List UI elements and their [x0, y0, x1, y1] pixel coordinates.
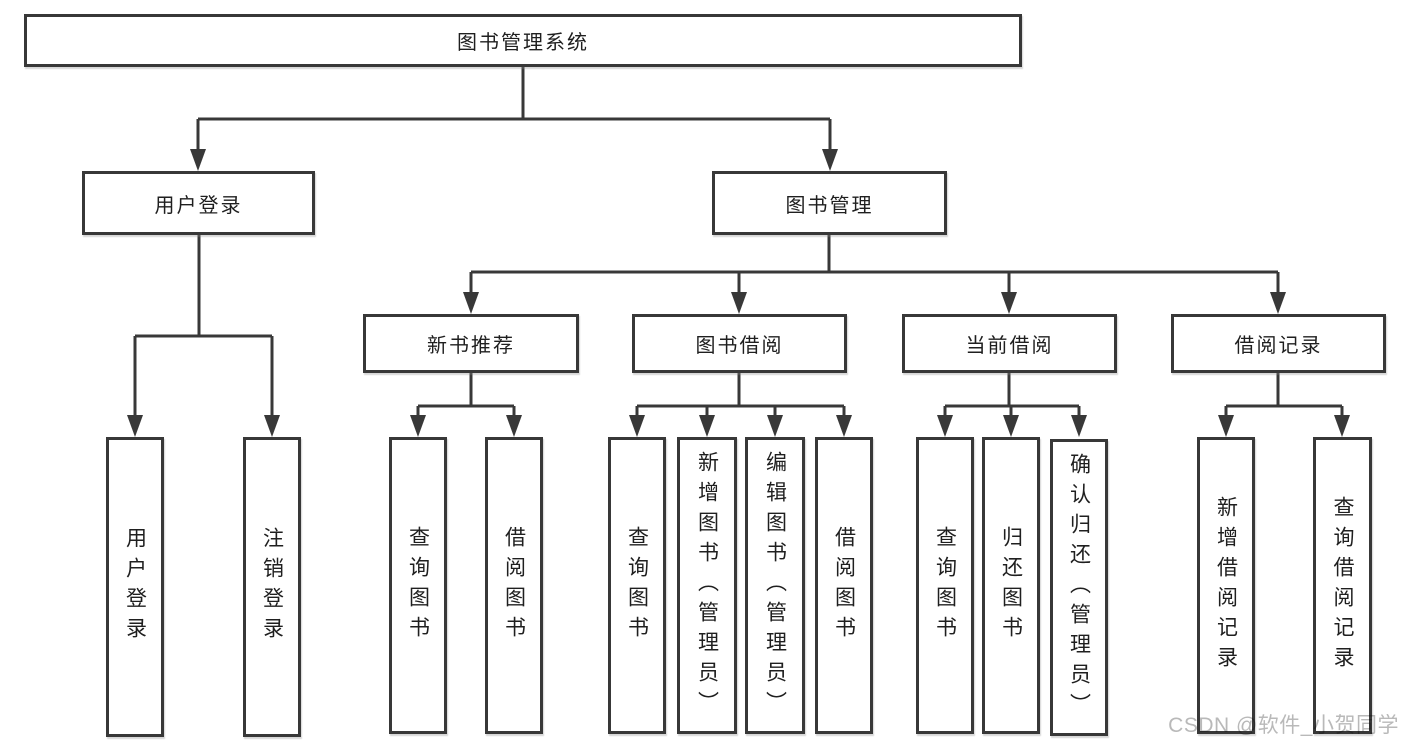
edge-line [469, 234, 1280, 293]
arrowhead-icon [506, 415, 522, 437]
arrowhead-icon [836, 415, 852, 437]
arrowhead-icon [822, 149, 838, 171]
arrowhead-icon [1334, 415, 1350, 437]
node-borrow-records: 借阅记录 [1171, 314, 1386, 373]
edge-line [1224, 372, 1344, 416]
arrowhead-icon [410, 415, 426, 437]
edge-user-login-to-leaves [127, 234, 280, 437]
edge-line [196, 66, 832, 150]
leaf-logout-login: 注销登录 [243, 437, 301, 737]
edge-line [635, 372, 846, 416]
edge-root-to-level2 [190, 66, 838, 171]
leaf-add-book-admin: 新增图书（管理员） [677, 437, 737, 734]
edge-borrow-records-to-leaves [1218, 372, 1350, 437]
leaf-borrow-books-recommend: 借阅图书 [485, 437, 543, 734]
arrowhead-icon [1218, 415, 1234, 437]
arrowhead-icon [1003, 415, 1019, 437]
edge-line [943, 372, 1081, 416]
leaf-return-book: 归还图书 [982, 437, 1040, 734]
edge-new-book-recommend-to-leaves [410, 372, 522, 437]
leaf-user-login: 用户登录 [106, 437, 164, 737]
node-root: 图书管理系统 [24, 14, 1022, 67]
arrowhead-icon [190, 149, 206, 171]
node-new-book-recommend: 新书推荐 [363, 314, 579, 373]
leaf-query-books-borrow: 查询图书 [608, 437, 666, 734]
arrowhead-icon [463, 292, 479, 314]
arrowhead-icon [699, 415, 715, 437]
edge-line [416, 372, 516, 416]
edge-book-borrow-to-leaves [629, 372, 852, 437]
edge-current-borrow-to-leaves [937, 372, 1087, 437]
leaf-borrow-books: 借阅图书 [815, 437, 873, 734]
node-current-borrow: 当前借阅 [902, 314, 1117, 373]
leaf-query-borrow-record: 查询借阅记录 [1313, 437, 1372, 734]
node-book-management: 图书管理 [712, 171, 947, 235]
arrowhead-icon [127, 415, 143, 437]
arrowhead-icon [767, 415, 783, 437]
leaf-query-books-recommend: 查询图书 [389, 437, 447, 734]
edge-line [133, 234, 274, 416]
watermark: CSDN @软件_小贺同学 [1168, 714, 1399, 737]
leaf-add-borrow-record: 新增借阅记录 [1197, 437, 1255, 734]
arrowhead-icon [1071, 415, 1087, 437]
leaf-query-books-current: 查询图书 [916, 437, 974, 734]
arrowhead-icon [1001, 292, 1017, 314]
arrowhead-icon [937, 415, 953, 437]
arrowhead-icon [264, 415, 280, 437]
arrowhead-icon [731, 292, 747, 314]
node-book-borrow: 图书借阅 [632, 314, 847, 373]
leaf-edit-book-admin: 编辑图书（管理员） [745, 437, 805, 734]
leaf-confirm-return-admin: 确认归还（管理员） [1050, 439, 1108, 736]
node-user-login: 用户登录 [82, 171, 315, 235]
arrowhead-icon [629, 415, 645, 437]
edge-book-management-to-level3 [463, 234, 1286, 314]
arrowhead-icon [1270, 292, 1286, 314]
